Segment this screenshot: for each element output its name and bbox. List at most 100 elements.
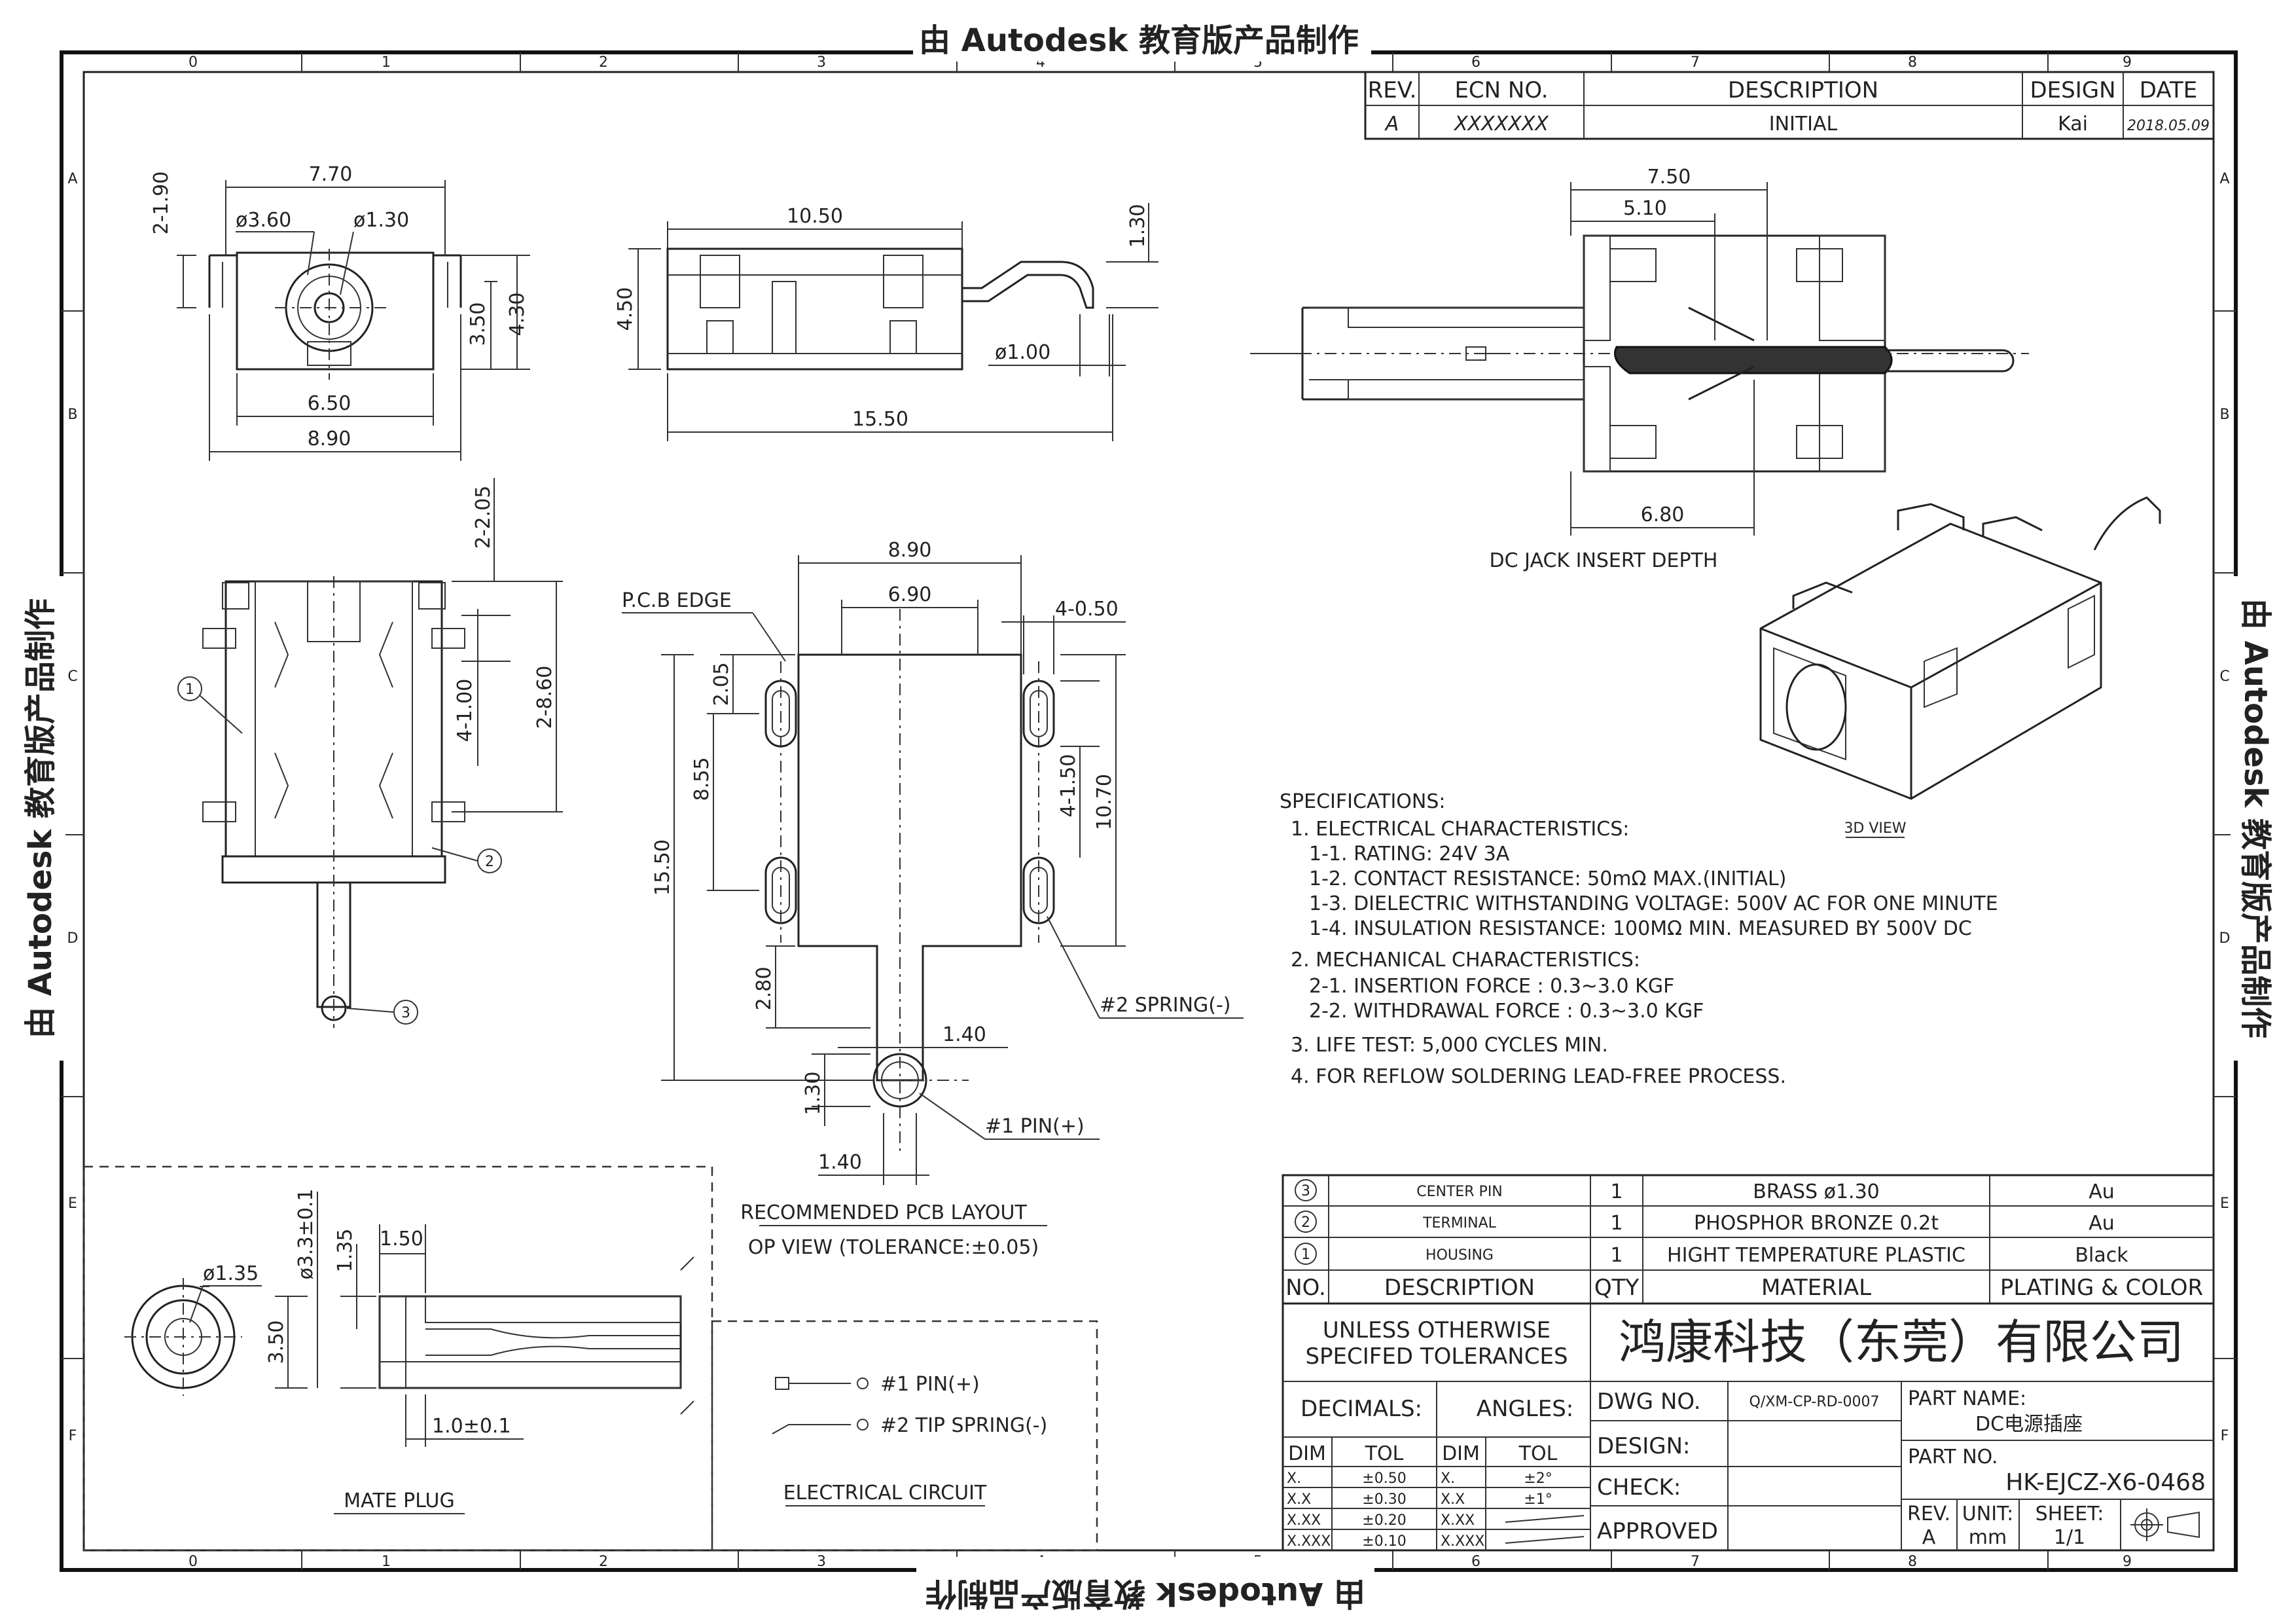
dim-5-10: 5.10 xyxy=(1623,197,1667,220)
dim-d3-3: ø3.3±0.1 xyxy=(295,1189,317,1280)
angles-label: ANGLES: xyxy=(1477,1396,1574,1422)
mate-plug: ø1.35 ø3.3±0.1 1.35 1.50 3.50 1.0±0.1 MA… xyxy=(124,1189,694,1514)
decimal-dim: X.X xyxy=(1287,1491,1311,1508)
dwg-no-label: DWG NO. xyxy=(1597,1389,1701,1415)
dim-2-8-60: 2-8.60 xyxy=(533,666,556,729)
rev-header: REV. xyxy=(1368,77,1417,103)
dim-d1-00: ø1.00 xyxy=(995,341,1050,364)
row-label: E xyxy=(2220,1195,2229,1212)
design-label: DESIGN: xyxy=(1597,1433,1691,1459)
bom-material: HIGHT TEMPERATURE PLASTIC xyxy=(1667,1244,1965,1267)
spec-line: 2. MECHANICAL CHARACTERISTICS: xyxy=(1291,949,1640,972)
watermark-bg xyxy=(913,22,1371,62)
pcb-edge-label: P.C.B EDGE xyxy=(622,589,732,612)
dim-1-35-plug: 1.35 xyxy=(334,1229,357,1273)
decimal-tol: ±0.50 xyxy=(1362,1470,1406,1487)
col-label: 6 xyxy=(1471,1554,1480,1570)
circuit-pin: #1 PIN(+) xyxy=(880,1373,980,1396)
bom-description: TERMINAL xyxy=(1422,1215,1497,1231)
top-view: 2-2.05 4-1.00 2-8.60 1 2 3 xyxy=(177,478,563,1028)
dim-2-1-90: 2-1.90 xyxy=(150,172,173,235)
design-header: DESIGN xyxy=(2030,77,2115,103)
mate-plug-caption: MATE PLUG xyxy=(344,1489,454,1512)
col-label: 2 xyxy=(599,1554,608,1570)
dim-1-30: 1.30 xyxy=(1126,204,1149,248)
dwg-no: Q/XM-CP-RD-0007 xyxy=(1749,1394,1880,1410)
circuit-frame xyxy=(711,1320,1098,1552)
col-label: 7 xyxy=(1691,1554,1700,1570)
col-label: 3 xyxy=(817,54,826,71)
bom-header-material: MATERIAL xyxy=(1761,1275,1871,1301)
unit-value: mm xyxy=(1969,1526,2007,1549)
row-label: D xyxy=(67,930,79,947)
decimals-label: DECIMALS: xyxy=(1300,1396,1422,1422)
pcb-caption-2: OP VIEW (TOLERANCE:±0.05) xyxy=(748,1236,1039,1259)
check-label: CHECK: xyxy=(1597,1474,1681,1501)
dim-d1-30: ø1.30 xyxy=(353,209,409,232)
bom-qty: 1 xyxy=(1610,1212,1623,1235)
dim-10-50: 10.50 xyxy=(787,205,843,228)
spec-line: 4. FOR REFLOW SOLDERING LEAD-FREE PROCES… xyxy=(1291,1065,1786,1088)
dim-8-90: 8.90 xyxy=(308,428,351,450)
decimal-dim: X. xyxy=(1287,1470,1301,1487)
dim-6-80: 6.80 xyxy=(1641,503,1685,526)
angle-tol: ±1° xyxy=(1524,1491,1552,1508)
inner-frame xyxy=(82,71,2215,1552)
dim-4-1-00: 4-1.00 xyxy=(454,679,476,742)
angle-dim: X.XXX xyxy=(1441,1533,1484,1550)
dim-1-30-pcb: 1.30 xyxy=(802,1072,825,1116)
sheet-label: SHEET: xyxy=(2036,1503,2104,1525)
callout-3: 3 xyxy=(401,1005,410,1021)
part-no-label: PART NO. xyxy=(1908,1446,1998,1468)
spring-label: #2 SPRING(-) xyxy=(1100,994,1231,1017)
bom-table: 3 2 1 CENTER PIN TERMINAL HOUSING 1 1 1 … xyxy=(1282,1174,2215,1305)
col-label: 9 xyxy=(2123,54,2132,71)
dim-d1-35: ø1.35 xyxy=(203,1262,259,1285)
ecn-value: XXXXXXX xyxy=(1453,113,1549,136)
dim-4-1-50: 4-1.50 xyxy=(1057,754,1080,818)
col-label: 0 xyxy=(188,1554,198,1570)
spec-line: 1. ELECTRICAL CHARACTERISTICS: xyxy=(1291,818,1629,841)
watermark-top: 由 Autodesk 教育版产品制作 xyxy=(919,22,1359,59)
dim-1-40-top: 1.40 xyxy=(942,1023,986,1046)
bom-qty: 1 xyxy=(1610,1180,1623,1203)
dim-1-50-plug: 1.50 xyxy=(380,1228,423,1250)
dim-10-70: 10.70 xyxy=(1093,774,1116,830)
pcb-layout: 8.90 6.90 4-0.50 2.05 8.55 15.50 4-1.50 … xyxy=(622,539,1244,1259)
description-header: DESCRIPTION xyxy=(1728,77,1878,103)
dim-7-70: 7.70 xyxy=(309,163,353,186)
pin-label: #1 PIN(+) xyxy=(985,1115,1085,1138)
watermark-bg xyxy=(20,576,65,1061)
part-name: DC电源插座 xyxy=(1975,1413,2083,1436)
bom-header-no: NO. xyxy=(1285,1275,1326,1301)
col-label: 9 xyxy=(2123,1554,2132,1570)
bom-plating: Au xyxy=(2089,1180,2115,1203)
col-label: 1 xyxy=(382,54,391,71)
angle-tol: ±2° xyxy=(1524,1470,1552,1487)
bom-header-plating: PLATING & COLOR xyxy=(2000,1275,2203,1301)
rev-value: A xyxy=(1922,1526,1936,1549)
spec-line: 1-3. DIELECTRIC WITHSTANDING VOLTAGE: 50… xyxy=(1309,892,1998,915)
col-label: 0 xyxy=(188,54,198,71)
dim-2-05-pcb: 2.05 xyxy=(710,663,733,706)
projection-symbol-icon xyxy=(2130,1508,2200,1541)
dim-1-0-plug: 1.0±0.1 xyxy=(432,1415,511,1438)
dim-d3-60: ø3.60 xyxy=(236,209,291,232)
col-label: 8 xyxy=(1908,54,1917,71)
row-label: F xyxy=(69,1428,77,1444)
decimal-tol: ±0.10 xyxy=(1362,1533,1406,1550)
date-value: 2018.05.09 xyxy=(2127,118,2210,134)
side-view: 10.50 1.30 4.50 ø1.00 15.50 xyxy=(614,203,1158,441)
dim-6-90-pcb: 6.90 xyxy=(888,583,932,606)
bom-qty: 1 xyxy=(1610,1244,1623,1267)
tol-header: TOL xyxy=(1518,1442,1558,1465)
insert-depth-caption: DC JACK INSERT DEPTH xyxy=(1490,549,1718,572)
tol-header: TOL xyxy=(1365,1442,1404,1465)
dim-8-55-pcb: 8.55 xyxy=(691,757,713,801)
row-label: A xyxy=(67,171,77,187)
specifications: SPECIFICATIONS: 1. ELECTRICAL CHARACTERI… xyxy=(1280,790,1998,1088)
col-label: 3 xyxy=(817,1554,826,1570)
row-label: B xyxy=(2219,407,2229,423)
bom-plating: Au xyxy=(2089,1212,2115,1235)
